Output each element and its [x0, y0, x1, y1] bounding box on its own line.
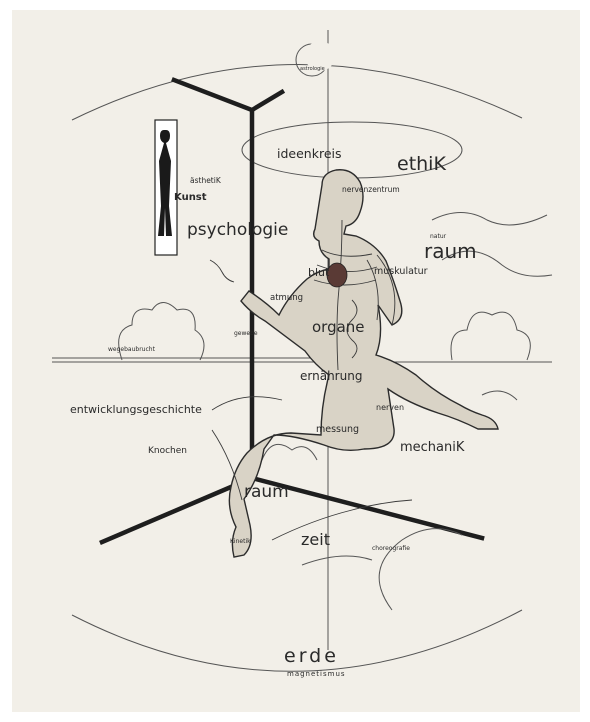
label-wegebaubrucht: wegebaubrucht	[108, 346, 156, 353]
labels: astrologie ideenkreis ethiK ästhetiK Kun…	[70, 66, 477, 678]
label-choreografie: choreografie	[372, 545, 410, 552]
label-ideenkreis: ideenkreis	[277, 146, 342, 161]
label-asthetik: ästhetiK	[190, 176, 222, 185]
wall-picture	[155, 120, 177, 255]
label-gewebe: gewebe	[234, 330, 258, 337]
label-entwicklungsgeschichte: entwicklungsgeschichte	[70, 403, 202, 416]
label-kinetik: Kinetik	[230, 538, 251, 545]
label-blut: blut	[308, 266, 330, 279]
label-magnetismus: magnetismus	[287, 670, 346, 678]
label-organe: organe	[312, 318, 365, 336]
label-ethik: ethiK	[397, 153, 446, 175]
label-muskulatur: muskulatur	[374, 266, 428, 277]
paper-sheet: astrologie ideenkreis ethiK ästhetiK Kun…	[12, 10, 580, 712]
label-zeit: zeit	[301, 530, 330, 549]
label-mechanik: mechaniK	[400, 440, 465, 455]
label-raum-bottom: raum	[244, 482, 289, 502]
label-knochen: Knochen	[148, 446, 187, 456]
label-messung: messung	[316, 424, 359, 435]
label-atmung: atmung	[270, 293, 303, 303]
label-kunst: Kunst	[174, 192, 207, 203]
label-ernahrung: ernährung	[300, 369, 362, 383]
label-psychologie: psychologie	[187, 220, 288, 240]
illustration: astrologie ideenkreis ethiK ästhetiK Kun…	[12, 10, 580, 712]
label-erde: erde	[284, 645, 339, 667]
label-astrologie: astrologie	[300, 66, 325, 72]
label-raum-top: raum	[424, 239, 477, 263]
label-nerven: nerven	[376, 403, 404, 412]
label-nervenzentrum: nervenzentrum	[342, 185, 400, 194]
